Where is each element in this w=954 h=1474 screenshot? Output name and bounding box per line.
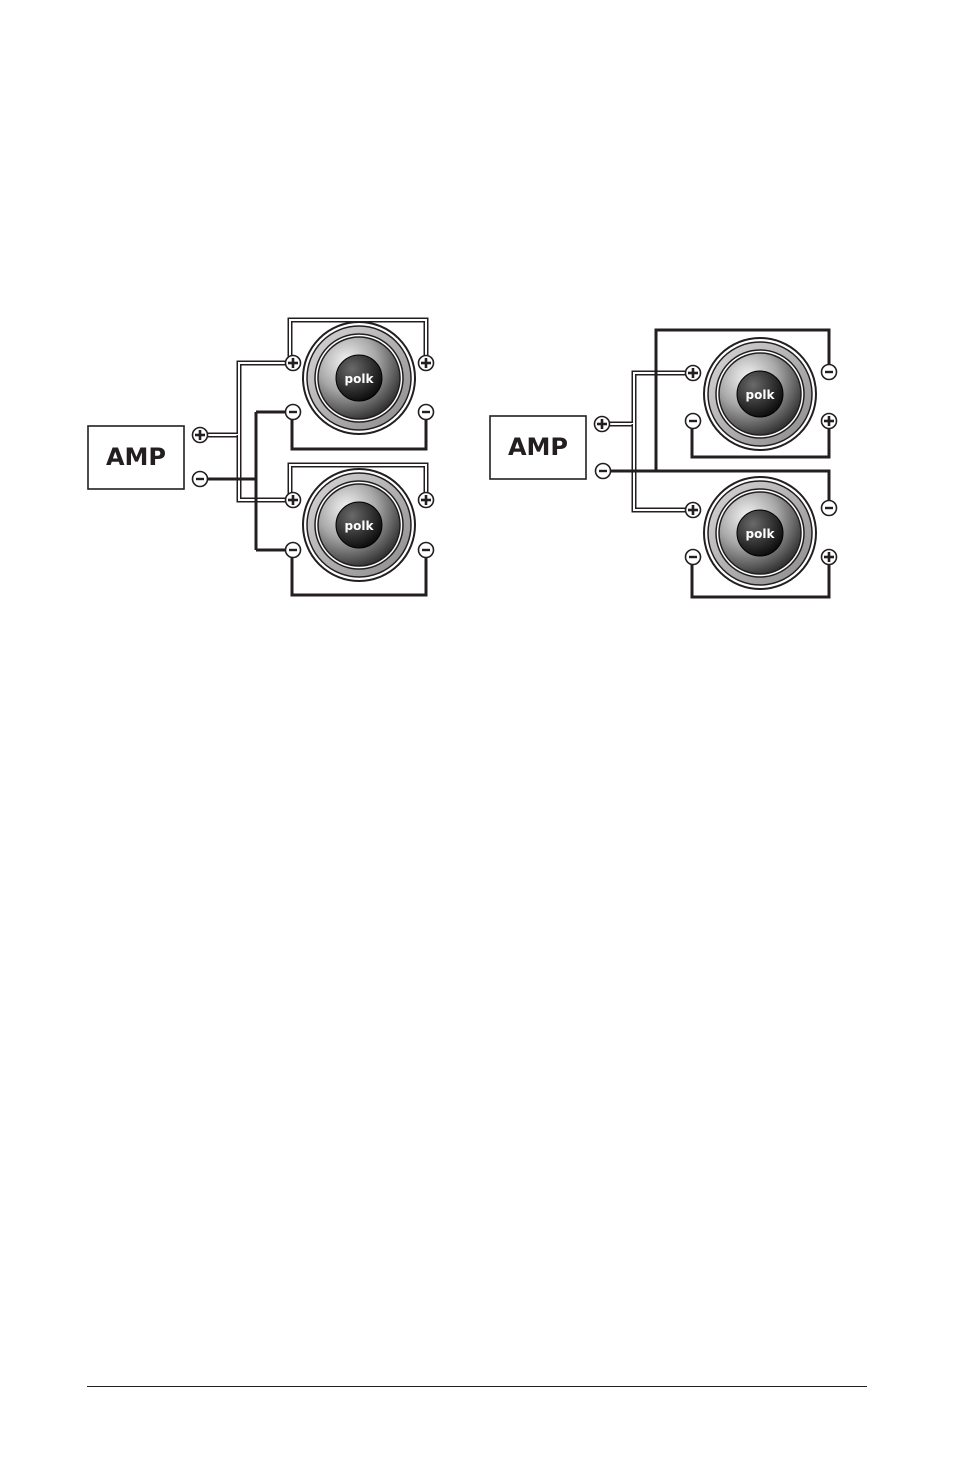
minus-terminal-icon xyxy=(419,405,434,420)
plus-terminal-icon xyxy=(286,356,301,371)
plus-terminal-icon xyxy=(686,503,701,518)
speaker-right-top: polk xyxy=(704,338,816,450)
plus-terminal-icon xyxy=(419,493,434,508)
minus-terminal-icon xyxy=(822,365,837,380)
minus-terminal-icon xyxy=(686,550,701,565)
minus-terminal-icon xyxy=(193,472,208,487)
footer-rule xyxy=(87,1386,867,1387)
minus-terminal-icon xyxy=(286,405,301,420)
minus-terminal-icon xyxy=(686,414,701,429)
speaker-left-bottom: polk xyxy=(303,469,415,581)
plus-terminal-icon xyxy=(419,356,434,371)
plus-terminal-icon xyxy=(822,550,837,565)
speaker-right-bottom: polk xyxy=(704,477,816,589)
amp-label: AMP xyxy=(106,443,166,471)
minus-terminal-icon xyxy=(419,543,434,558)
plus-terminal-icon xyxy=(595,417,610,432)
minus-terminal-icon xyxy=(596,464,611,479)
amp-box-right: AMP xyxy=(490,416,586,479)
diagram-series: AMP polk polk xyxy=(490,330,837,597)
brand-logo: polk xyxy=(746,388,776,402)
plus-terminal-icon xyxy=(686,366,701,381)
brand-logo: polk xyxy=(345,372,375,386)
speaker-left-top: polk xyxy=(303,322,415,434)
plus-terminal-icon xyxy=(193,428,208,443)
amp-label: AMP xyxy=(508,433,568,461)
amp-box-left: AMP xyxy=(88,426,184,489)
plus-terminal-icon xyxy=(822,414,837,429)
minus-terminal-icon xyxy=(286,543,301,558)
brand-logo: polk xyxy=(345,519,375,533)
diagram-parallel: AMP polk polk xyxy=(88,320,434,595)
plus-terminal-icon xyxy=(286,493,301,508)
brand-logo: polk xyxy=(746,527,776,541)
minus-terminal-icon xyxy=(822,501,837,516)
